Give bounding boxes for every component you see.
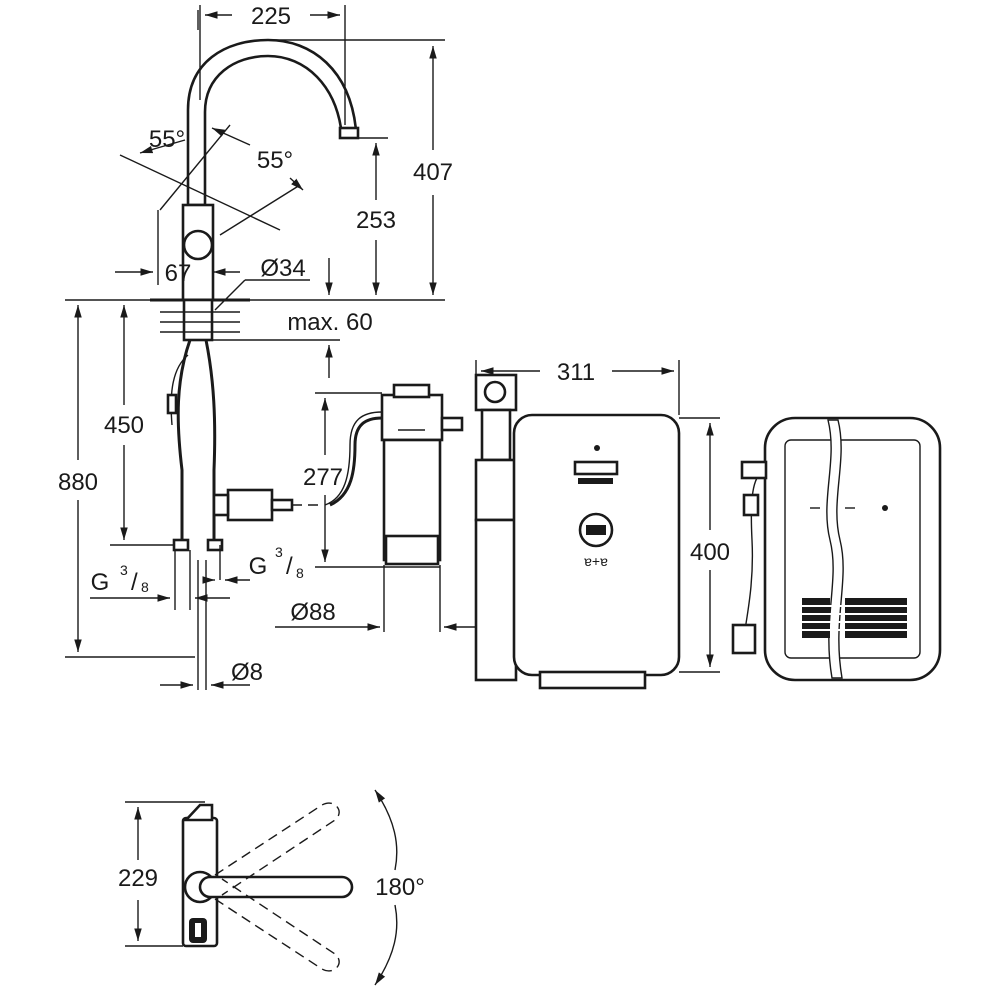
thread-left-g: G [91, 569, 110, 596]
filter-hose [329, 416, 383, 507]
boiler-side [731, 416, 942, 682]
vent-grille [802, 598, 907, 638]
dim-filter-diameter-label: Ø88 [290, 599, 335, 626]
dim-filter-hose: 277 [303, 392, 440, 568]
dim-base-diameter-label: Ø34 [260, 255, 305, 282]
faucet-side-view [119, 10, 360, 690]
water-filter [324, 383, 464, 566]
boiler-front: ɐ+ɐ [474, 373, 681, 690]
dim-max-deck-label: max. 60 [287, 309, 372, 336]
angle-valve [226, 488, 274, 522]
cable-plug [166, 393, 178, 415]
boiler-side-housing [763, 416, 942, 682]
power-cable [744, 469, 766, 631]
svg-text:/: / [286, 553, 293, 580]
dim-spout-reach: 225 [199, 3, 346, 125]
mounting-nut [182, 298, 214, 342]
thread-right-num: 3 [275, 544, 283, 560]
dim-total-height-label: 407 [413, 159, 453, 186]
dim-hose-length-label: 450 [104, 412, 144, 439]
dim-spout-height-label: 253 [356, 207, 396, 234]
dim-pipe-diameter-label: Ø8 [231, 659, 263, 686]
thread-right: G 3 / 8 [202, 544, 304, 584]
dim-max-deck: max. 60 [212, 258, 373, 378]
dim-rotation-label: 180° [375, 874, 425, 901]
dim-boiler-height: 400 [679, 417, 730, 673]
hose-left [176, 339, 192, 545]
dim-filter-hose-label: 277 [303, 464, 343, 491]
top-lever [198, 875, 354, 899]
boiler-display [573, 460, 619, 476]
dim-boiler-width-label: 311 [557, 359, 595, 386]
angle-right-label: 55° [257, 147, 293, 174]
boiler-side-bracket [474, 518, 518, 682]
hose-right [204, 339, 217, 545]
thread-left: G 3 / 8 [90, 550, 230, 610]
dim-total-length-label: 880 [58, 469, 98, 496]
dim-pipe-diameter: Ø8 [160, 659, 263, 689]
dim-spout-reach-label: 225 [251, 3, 291, 30]
dim-base-offset-label: 67 [165, 260, 192, 287]
power-plug [731, 623, 757, 655]
dim-handle-length: 229 [118, 801, 205, 947]
dim-total-length: 880 [58, 299, 195, 658]
sensor-cable [170, 354, 189, 426]
filter-head [380, 393, 444, 442]
dim-handle-length-label: 229 [118, 865, 158, 892]
dim-boiler-height-label: 400 [690, 539, 730, 566]
spout-outlet [338, 126, 360, 140]
dim-hose-length: 450 [104, 299, 175, 546]
dim-spout-height: 253 [356, 137, 396, 295]
thread-left-num: 3 [120, 562, 128, 578]
faucet-top-view [181, 802, 354, 972]
thread-right-den: 8 [296, 565, 304, 581]
dim-rotation: 180° [374, 789, 425, 986]
thread-left-den: 8 [141, 579, 149, 595]
dim-base: 67 Ø34 [115, 210, 310, 311]
faucet-spout [186, 38, 358, 207]
dim-boiler-width: 311 [475, 359, 680, 415]
svg-text:/: / [131, 569, 138, 596]
boiler-button-label: ɐ+ɐ [584, 553, 608, 569]
dim-filter-diameter: Ø88 [275, 565, 480, 632]
faucet-lever-hub [182, 229, 214, 261]
dim-total-height: 407 [250, 39, 453, 301]
thread-right-g: G [249, 553, 268, 580]
